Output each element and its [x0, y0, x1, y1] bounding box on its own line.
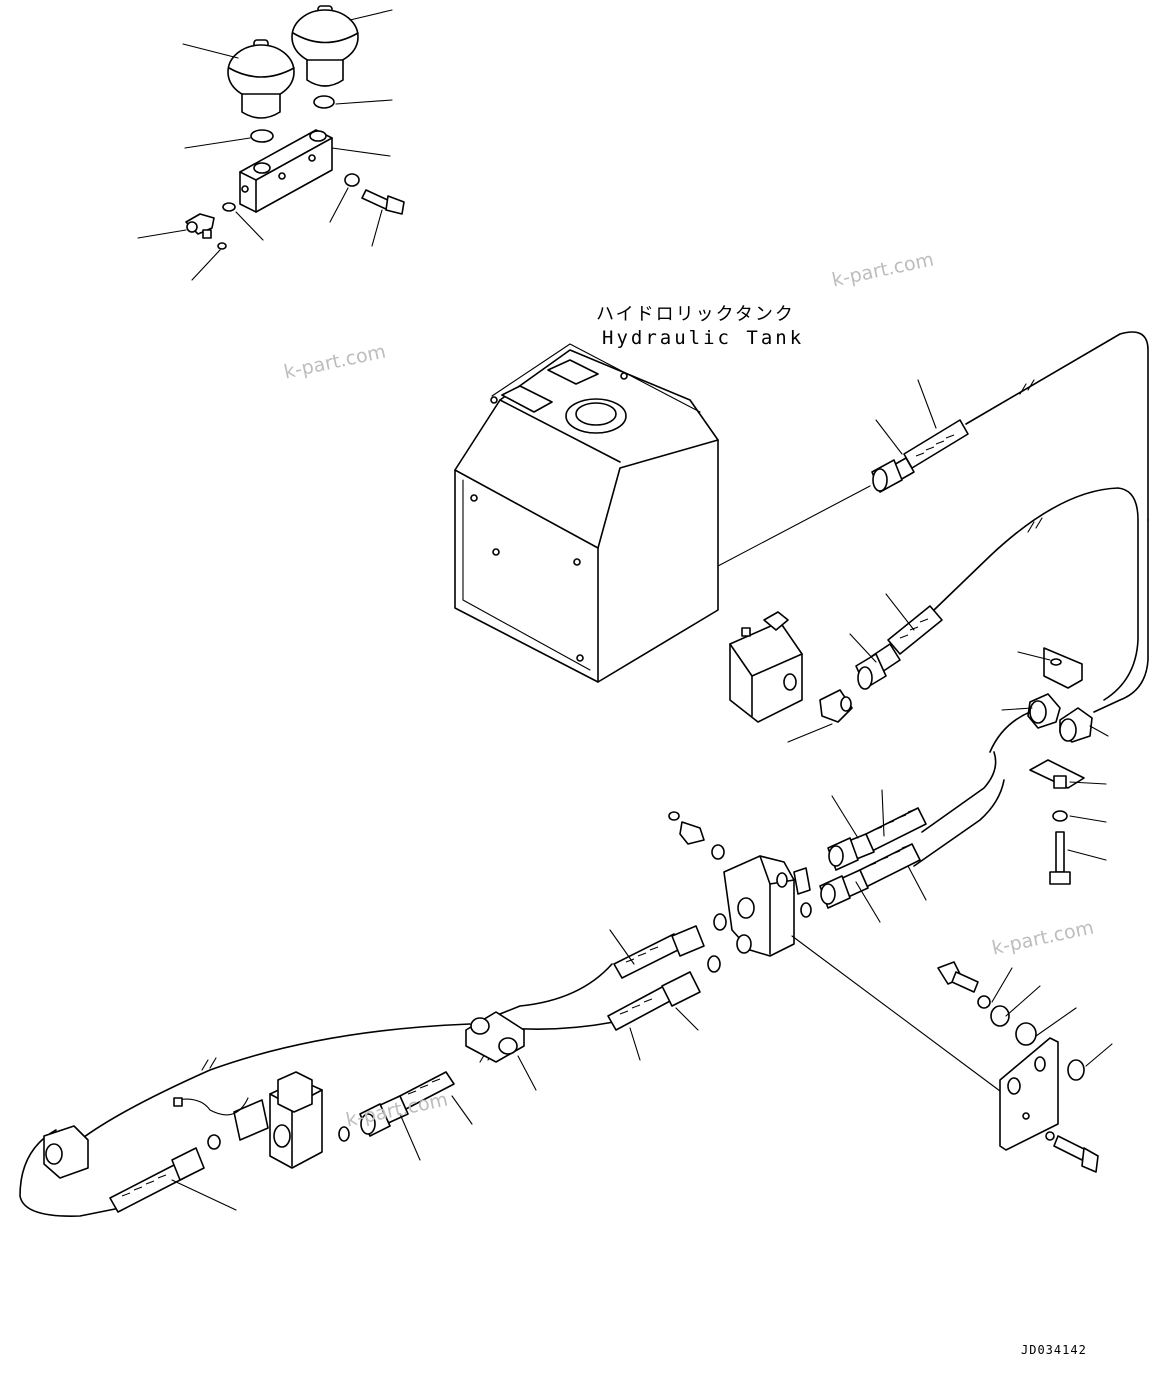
mounting-bracket [999, 1037, 1059, 1151]
accumulator-block [239, 129, 333, 213]
washer [344, 173, 360, 187]
accumulator-right [291, 5, 359, 87]
o-ring [313, 95, 335, 109]
hose-pair-center [819, 751, 1005, 923]
bracket-hardware [937, 961, 1113, 1173]
drawing-code: JD034142 [1021, 1343, 1087, 1357]
elbow-fitting [185, 213, 215, 239]
hose-second [849, 487, 1139, 701]
hose-lower-long [19, 925, 705, 1217]
control-valve [729, 611, 803, 723]
o-rings-manifold [668, 811, 727, 973]
component-title-japanese: ハイドロリックタンク [596, 304, 795, 325]
manifold-block [723, 855, 812, 957]
o-ring [250, 129, 274, 143]
manifold-connection-line [791, 935, 1005, 1095]
o-ring [222, 202, 236, 212]
small-valve [173, 1071, 323, 1169]
accumulator-assembly [137, 5, 405, 281]
hose-upper [871, 331, 1149, 713]
clamp-set [989, 647, 1109, 885]
hydraulic-tank [454, 343, 719, 683]
tank-connection-line [717, 485, 871, 567]
elbow-fitting [819, 689, 853, 723]
accumulator-left [227, 39, 295, 119]
o-ring [217, 242, 227, 250]
component-title-english: Hydraulic Tank [602, 327, 805, 349]
bolt [361, 189, 405, 215]
